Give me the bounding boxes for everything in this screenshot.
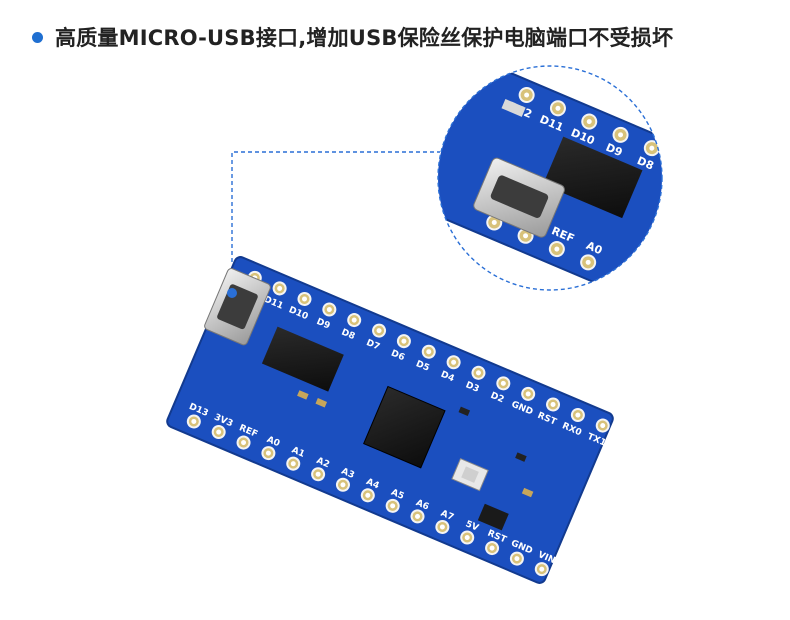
zoom-top-pin-hole bbox=[649, 145, 655, 151]
zoom-top-pin-pad bbox=[674, 152, 692, 170]
board-top-pin-hole bbox=[451, 359, 457, 365]
zoom-bottom-pin-hole bbox=[554, 246, 560, 252]
board-bottom-pin-label: A2 bbox=[315, 456, 331, 470]
board-top-pin-hole bbox=[500, 380, 506, 386]
board-bottom-pin-hole bbox=[315, 471, 321, 477]
board-top-pin-label: D8 bbox=[340, 328, 357, 343]
board-bottom-pin-label: A0 bbox=[265, 435, 281, 449]
board-bottom-pin-hole bbox=[216, 429, 222, 435]
zoom-top-pin-hole bbox=[524, 92, 530, 98]
board-top-pin-label: D5 bbox=[414, 359, 431, 374]
mcu-chip bbox=[363, 385, 446, 469]
board-bottom-pin-hole bbox=[340, 482, 346, 488]
board-top-pin-hole bbox=[525, 391, 531, 397]
zoom-bottom-pin-hole bbox=[523, 233, 529, 239]
board-bottom-pin-hole bbox=[390, 503, 396, 509]
board-bottom-pin-label: A3 bbox=[340, 467, 356, 481]
callout-line bbox=[231, 151, 440, 262]
headline-text: 高质量MICRO-USB接口,增加USB保险丝保护电脑端口不受损坏 bbox=[55, 26, 674, 50]
zoom-chip bbox=[542, 136, 643, 219]
zoom-top-pin-hole bbox=[555, 105, 561, 111]
board-top-pin-hole bbox=[600, 423, 606, 429]
board-bottom-pin-hole bbox=[415, 513, 421, 519]
zoom-top-pin-hole bbox=[618, 132, 624, 138]
board-bottom-pin-label: 5V bbox=[464, 519, 480, 533]
board-top-pin-hole bbox=[351, 317, 357, 323]
usb-connector bbox=[204, 268, 271, 346]
board-top-pin-label: D4 bbox=[439, 370, 456, 385]
board-top-pin-hole bbox=[376, 328, 382, 334]
board-bottom-pin-hole bbox=[365, 492, 371, 498]
board-top-pin-hole bbox=[301, 296, 307, 302]
board-top-pin-hole bbox=[550, 401, 556, 407]
board-top-pin-hole bbox=[475, 370, 481, 376]
board-top-pin-label: D6 bbox=[389, 349, 406, 364]
main-board: D12D11D10D9D8D7D6D5D4D3D2GNDRSTRX0TX1 D1… bbox=[166, 256, 614, 584]
board-top-pin-hole bbox=[426, 349, 432, 355]
board-bottom-pin-label: A4 bbox=[364, 477, 380, 491]
board-bottom-pin-label: A5 bbox=[389, 488, 405, 502]
board-bottom-pin-label: A6 bbox=[414, 498, 430, 512]
board-top-pin-hole bbox=[575, 412, 581, 418]
board-bottom-pin-hole bbox=[489, 545, 495, 551]
bullet-dot-icon bbox=[32, 31, 43, 43]
board-bottom-pin-hole bbox=[514, 556, 520, 562]
board-top-pin-label: D2 bbox=[489, 391, 506, 406]
voltage-regulator bbox=[477, 503, 509, 531]
board-top-pin-hole bbox=[401, 338, 407, 344]
usb-serial-chip bbox=[261, 326, 344, 392]
board-top-pin-hole bbox=[326, 307, 332, 313]
board-top-pin-label: D7 bbox=[365, 338, 382, 353]
board-top-pin-label: D3 bbox=[464, 380, 481, 395]
zoom-bottom-pin-label: A0 bbox=[584, 239, 604, 257]
zoom-bottom-pin-hole bbox=[585, 259, 591, 265]
board-bottom-pin-hole bbox=[539, 566, 545, 572]
zoom-top-pin-label: D9 bbox=[604, 141, 625, 160]
zoom-top-pin-hole bbox=[586, 119, 592, 125]
usb-marker-dot-icon bbox=[227, 288, 237, 298]
board-top-pin-hole bbox=[277, 285, 283, 291]
zoom-usb-connector bbox=[473, 157, 565, 238]
zoom-top-pin-label: D8 bbox=[635, 154, 656, 173]
headline: 高质量MICRO-USB接口,增加USB保险丝保护电脑端口不受损坏 bbox=[32, 22, 673, 52]
board-bottom-pin-hole bbox=[464, 535, 470, 541]
board-bottom-pin-hole bbox=[241, 440, 247, 446]
board-bottom-pin-hole bbox=[439, 524, 445, 530]
board-bottom-pin-hole bbox=[290, 461, 296, 467]
board-bottom-pin-hole bbox=[265, 450, 271, 456]
board-bottom-pin-label: A7 bbox=[439, 509, 455, 523]
board-bottom-pin-hole bbox=[191, 418, 197, 424]
zoom-top-pin-hole bbox=[680, 158, 687, 165]
zoom-bottom-pin-hole bbox=[491, 219, 497, 225]
board-top-pin-label: D9 bbox=[315, 317, 332, 332]
board-bottom-pin-label: A1 bbox=[290, 445, 306, 459]
zoom-top-pin-label: D7 bbox=[666, 167, 687, 186]
